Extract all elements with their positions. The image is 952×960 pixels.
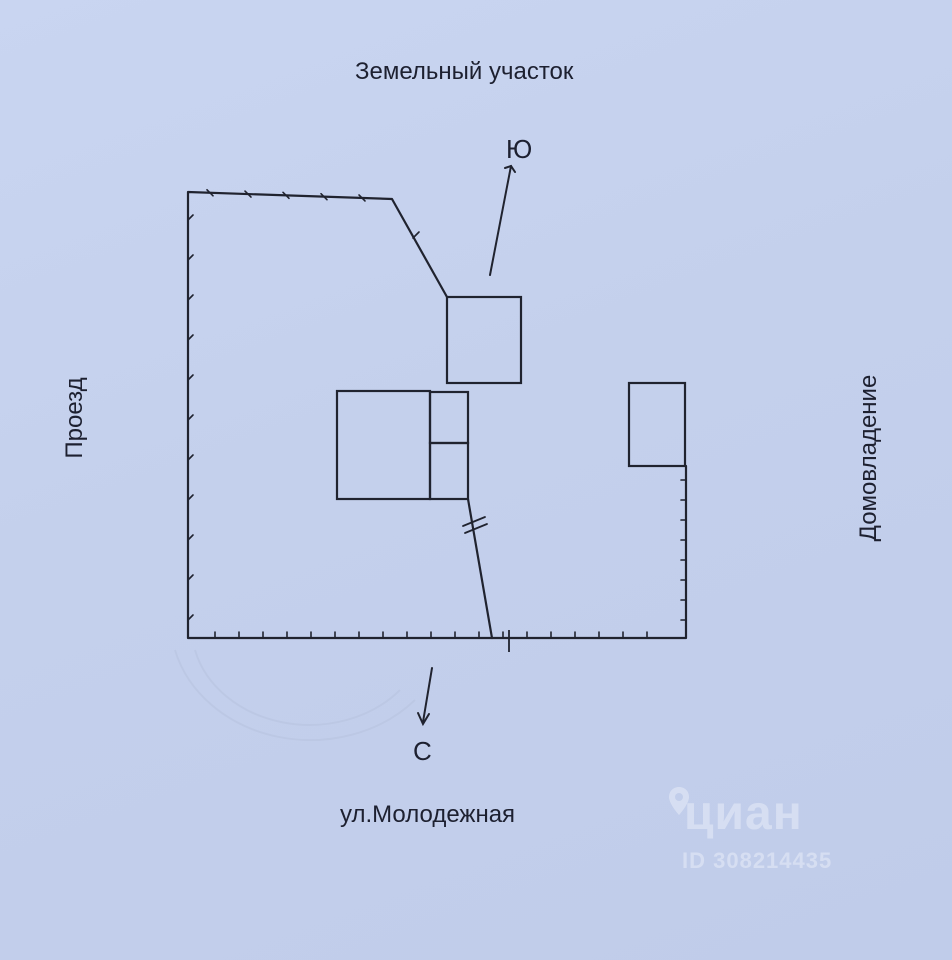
fence-tick	[187, 534, 194, 541]
fence-tick	[187, 574, 194, 581]
south-pointer-line	[489, 165, 512, 276]
fence-tick	[187, 454, 194, 461]
fence-tick	[187, 494, 194, 501]
fence-tick	[187, 334, 194, 341]
fence-tick	[412, 231, 420, 239]
map-pin-icon	[669, 787, 689, 815]
main-house	[335, 389, 432, 501]
fence-tick	[187, 254, 194, 261]
fence-tick	[187, 614, 194, 621]
watermark-brand: циан	[684, 787, 803, 840]
fence-tick	[320, 192, 328, 201]
fence-tick	[282, 191, 290, 200]
fence-tick	[187, 294, 194, 301]
fence-tick	[187, 214, 194, 221]
fence-tick	[206, 188, 214, 197]
house-extension-top	[428, 390, 470, 445]
outbuilding-east	[627, 381, 687, 468]
top-neighbor-label: Земельный участок	[355, 58, 574, 85]
stamp-ghost	[174, 649, 416, 742]
right-neighbor-label: Домовладение	[855, 374, 882, 542]
fence-tick	[358, 194, 366, 202]
compass	[417, 164, 516, 727]
south-direction-label: Ю	[506, 134, 533, 164]
fence-ticks	[187, 188, 687, 639]
fence-tick	[187, 414, 194, 421]
buildings	[335, 295, 687, 501]
watermark-id: ID 308214435	[682, 848, 833, 873]
north-direction-label: С	[413, 736, 432, 766]
plot-outline	[186, 190, 688, 640]
left-neighbor-label: Проезд	[61, 377, 88, 459]
north-pointer-line	[422, 667, 433, 723]
watermark: циан ID 308214435	[646, 778, 876, 878]
north-arrow-icon	[417, 712, 430, 727]
street-label: ул.Молодежная	[340, 801, 516, 828]
division-double-tick	[462, 516, 488, 534]
fence-tick	[187, 374, 194, 381]
outbuilding-north	[445, 295, 523, 385]
fence-tick	[244, 190, 252, 198]
plot-boundary	[186, 190, 688, 640]
house-extension-bottom	[428, 441, 470, 501]
south-pointer-mark	[504, 164, 516, 173]
